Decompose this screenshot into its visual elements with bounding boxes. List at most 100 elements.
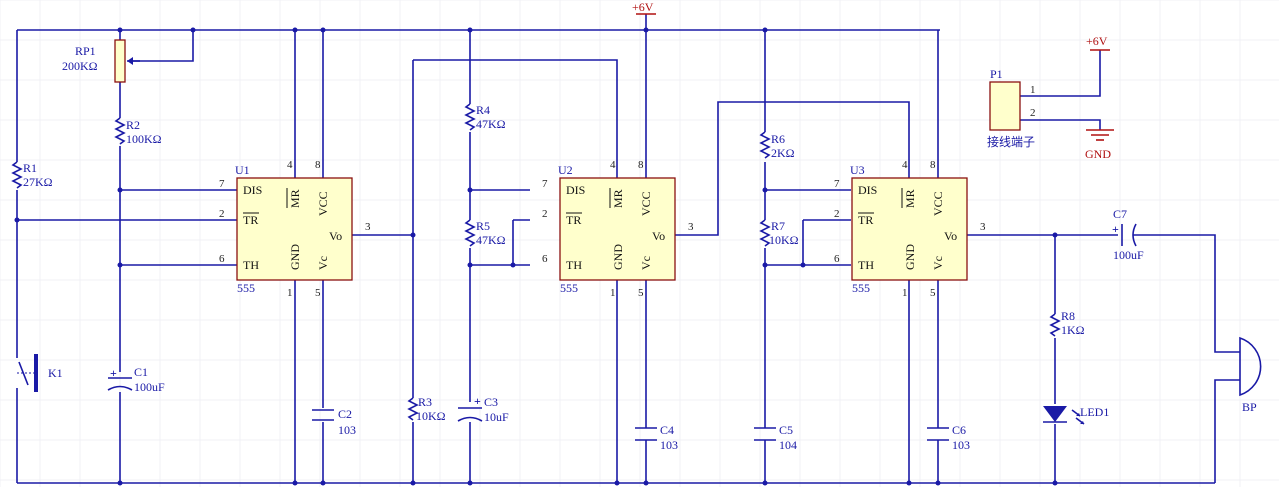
pin-num-3: 3 xyxy=(365,221,371,233)
pin-num-1: 1 xyxy=(287,287,293,299)
pin-num-8: 8 xyxy=(315,159,321,171)
connector-pin-1: 1 xyxy=(1030,84,1036,96)
resistor-ref: R4 xyxy=(476,103,490,117)
resistor-r6: R6 2KΩ xyxy=(759,131,795,160)
ic-u1: U1 555 DIS TR TH Vo MR VCC GND Vc 7 2 6 … xyxy=(219,159,371,299)
capacitor-ref: C6 xyxy=(952,423,966,437)
pin-th: TH xyxy=(566,258,582,272)
potentiometer-rp1: RP1 200KΩ xyxy=(62,39,140,83)
capacitor-ref: C5 xyxy=(779,423,793,437)
resistor-ref: R2 xyxy=(126,118,140,132)
pin-num-4: 4 xyxy=(610,159,616,171)
pin-tr: TR xyxy=(566,213,581,227)
pin-tr: TR xyxy=(243,213,258,227)
pin-gnd: GND xyxy=(611,244,625,270)
ic-model: 555 xyxy=(560,281,578,295)
pin-mr: MR xyxy=(903,189,917,208)
pin-num-6: 6 xyxy=(834,253,840,265)
pin-num-5: 5 xyxy=(638,287,644,299)
vcc-label: +6V xyxy=(632,0,654,14)
polarity-plus: + xyxy=(110,366,117,380)
gnd-label: GND xyxy=(1085,147,1111,161)
resistor-r8: R8 1KΩ xyxy=(1049,309,1085,337)
capacitor-c1: + C1 100uF xyxy=(107,365,165,394)
pin-num-4: 4 xyxy=(902,159,908,171)
pin-mr: MR xyxy=(611,189,625,208)
resistor-value: 47KΩ xyxy=(476,117,506,131)
capacitor-value: 103 xyxy=(338,423,356,437)
pin-num-5: 5 xyxy=(315,287,321,299)
ic-u2: U2 555 DIS TR TH Vo MR VCC GND Vc 7 2 6 … xyxy=(542,159,694,299)
capacitor-value: 10uF xyxy=(484,410,509,424)
pin-num-3: 3 xyxy=(688,221,694,233)
capacitor-c2: C2 103 xyxy=(312,407,356,437)
pin-vcc: VCC xyxy=(316,191,330,216)
pin-vc: Vc xyxy=(316,256,330,270)
ic-ref: U1 xyxy=(235,163,250,177)
pin-num-6: 6 xyxy=(542,253,548,265)
potentiometer-ref: RP1 xyxy=(75,44,96,58)
led-ref: LED1 xyxy=(1080,405,1109,419)
capacitor-ref: C2 xyxy=(338,407,352,421)
buzzer-ref: BP xyxy=(1242,400,1257,414)
resistor-ref: R3 xyxy=(418,395,432,409)
vcc-label: +6V xyxy=(1086,34,1108,48)
capacitor-c5: C5 104 xyxy=(754,423,797,452)
pin-vo: Vo xyxy=(944,229,957,243)
pin-dis: DIS xyxy=(566,183,585,197)
pin-gnd: GND xyxy=(288,244,302,270)
pin-mr: MR xyxy=(288,189,302,208)
pin-num-2: 2 xyxy=(542,208,548,220)
pin-num-7: 7 xyxy=(834,178,840,190)
switch-ref: K1 xyxy=(48,366,63,380)
connector-name: 接线端子 xyxy=(987,134,1035,149)
pin-vc: Vc xyxy=(639,256,653,270)
switch-k1: K1 xyxy=(16,350,63,396)
capacitor-ref: C7 xyxy=(1113,207,1127,221)
resistor-ref: R1 xyxy=(23,161,37,175)
pin-num-8: 8 xyxy=(638,159,644,171)
resistor-r3: R3 10KΩ xyxy=(407,395,446,423)
capacitor-value: 103 xyxy=(660,438,678,452)
led-led1: LED1 xyxy=(1043,405,1109,425)
capacitor-value: 100uF xyxy=(1113,248,1144,262)
pin-num-2: 2 xyxy=(219,208,225,220)
connector-p1: P1 接线端子 1 2 xyxy=(987,67,1036,149)
capacitor-c3: + C3 10uF xyxy=(457,394,509,424)
pin-vo: Vo xyxy=(652,229,665,243)
resistor-r1: R1 27KΩ xyxy=(11,161,53,189)
pin-vc: Vc xyxy=(931,256,945,270)
capacitor-ref: C3 xyxy=(484,395,498,409)
pin-vcc: VCC xyxy=(639,191,653,216)
capacitor-value: 104 xyxy=(779,438,797,452)
connector-ref: P1 xyxy=(990,67,1003,81)
resistor-value: 27KΩ xyxy=(23,175,53,189)
pin-num-3: 3 xyxy=(980,221,986,233)
resistor-value: 1KΩ xyxy=(1061,323,1085,337)
pin-num-7: 7 xyxy=(219,178,225,190)
resistor-value: 10KΩ xyxy=(769,233,799,247)
pin-th: TH xyxy=(243,258,259,272)
connector-pin-2: 2 xyxy=(1030,107,1036,119)
ic-ref: U2 xyxy=(558,163,573,177)
capacitor-c6: C6 103 xyxy=(927,423,970,452)
resistor-ref: R5 xyxy=(476,219,490,233)
polarity-plus: + xyxy=(1112,222,1119,236)
pin-num-6: 6 xyxy=(219,253,225,265)
resistor-ref: R6 xyxy=(771,132,785,146)
power-vcc-u2: +6V xyxy=(632,0,656,15)
pin-num-1: 1 xyxy=(902,287,908,299)
pin-num-8: 8 xyxy=(930,159,936,171)
resistor-value: 10KΩ xyxy=(416,409,446,423)
pin-th: TH xyxy=(858,258,874,272)
pin-tr: TR xyxy=(858,213,873,227)
pin-dis: DIS xyxy=(858,183,877,197)
resistor-ref: R8 xyxy=(1061,309,1075,323)
capacitor-c7: + C7 100uF xyxy=(1112,207,1144,262)
pin-vo: Vo xyxy=(329,229,342,243)
resistor-value: 2KΩ xyxy=(771,146,795,160)
capacitor-ref: C4 xyxy=(660,423,674,437)
pin-vcc: VCC xyxy=(931,191,945,216)
